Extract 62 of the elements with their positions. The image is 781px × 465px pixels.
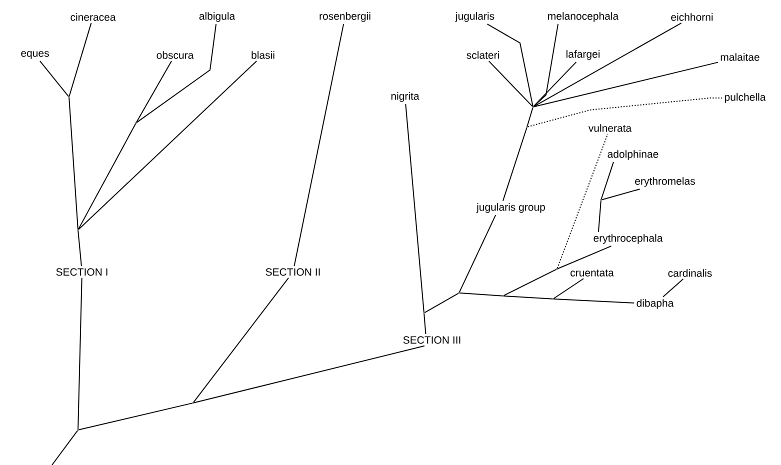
tree-branch xyxy=(68,22,92,97)
tree-branch xyxy=(39,60,69,97)
tree-branch xyxy=(662,278,684,298)
tree-branch xyxy=(533,62,577,107)
tree-branch xyxy=(136,60,172,123)
tree-branch xyxy=(486,24,534,107)
taxon-label: cardinalis xyxy=(668,269,712,277)
taxon-label: SECTION III xyxy=(403,336,460,344)
taxon-label: jugularis xyxy=(455,12,494,22)
taxon-label: vulnerata xyxy=(588,124,632,132)
taxon-label: sclateri xyxy=(466,51,499,59)
tree-branch xyxy=(503,268,557,296)
tree-branch xyxy=(600,162,614,200)
tree-branch xyxy=(503,296,553,300)
tree-branch xyxy=(193,277,289,403)
tree-branch xyxy=(526,107,534,127)
taxon-label: melanocephala xyxy=(548,12,619,22)
taxon-label: lafargei xyxy=(566,50,600,60)
tree-branch xyxy=(488,60,533,107)
taxon-label: cruentata xyxy=(570,270,614,276)
tree-branch xyxy=(52,430,78,465)
taxon-label: rosenbergii xyxy=(320,12,370,22)
tree-branch xyxy=(78,60,258,230)
taxon-label: pulchella xyxy=(724,93,766,103)
taxon-label: albigula xyxy=(199,12,236,22)
taxon-label: SECTION I xyxy=(56,268,108,276)
tree-branch xyxy=(78,277,82,430)
tree-branch xyxy=(424,292,459,314)
tree-branch xyxy=(78,230,82,267)
tree-branch xyxy=(601,188,640,200)
taxon-label: dibapha xyxy=(636,299,674,309)
taxon-label: erythrocephala xyxy=(594,234,663,244)
tree-branch xyxy=(533,22,682,108)
tree-branch xyxy=(136,24,217,123)
taxon-label: nigrita xyxy=(391,92,420,102)
taxon-label: eichhorni xyxy=(671,13,713,21)
dotted-branch xyxy=(556,134,608,269)
tree-branch xyxy=(78,123,136,230)
taxon-label: eques xyxy=(21,51,49,59)
tree-branch xyxy=(459,292,503,296)
dotted-branch xyxy=(527,98,723,128)
tree-branch xyxy=(424,313,426,335)
tree-branch xyxy=(553,278,584,299)
tree-branch xyxy=(78,402,193,430)
taxon-label: cineracea xyxy=(70,13,116,21)
tree-branch xyxy=(557,246,612,270)
taxon-label: SECTION II xyxy=(266,268,320,276)
taxon-label: erythromelas xyxy=(635,177,695,187)
tree-branch xyxy=(598,200,602,232)
taxon-label: obscura xyxy=(156,51,194,59)
taxon-label: jugularis group xyxy=(476,203,545,213)
tree-branch xyxy=(458,214,496,293)
tree-branch xyxy=(294,24,344,267)
tree-branch xyxy=(502,127,528,202)
taxon-label: adolphinae xyxy=(608,150,658,160)
tree-branch xyxy=(68,97,78,230)
tree-branch xyxy=(405,104,424,313)
tree-branch xyxy=(553,298,635,304)
taxon-label: blasii xyxy=(252,51,274,59)
tree-branch xyxy=(533,62,718,108)
tree-branch xyxy=(193,345,425,404)
taxon-label: malaitae xyxy=(720,53,760,61)
